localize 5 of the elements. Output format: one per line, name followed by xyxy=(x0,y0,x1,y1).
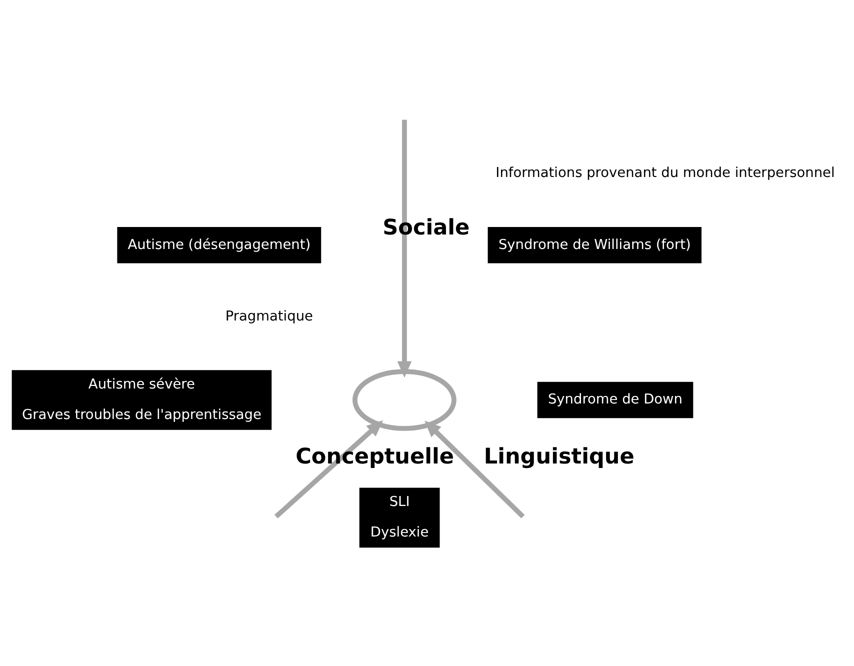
edge-label: Conceptuelle xyxy=(296,444,454,470)
edge-label: Linguistique xyxy=(484,444,634,470)
label: Pragmatique xyxy=(225,308,313,324)
edge-label: Sociale xyxy=(382,215,470,240)
label: Informations provenant du monde interpersonnel xyxy=(496,165,835,182)
